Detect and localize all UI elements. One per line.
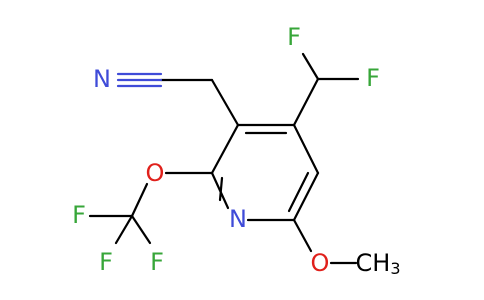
bond-cf3-f-right <box>130 214 152 245</box>
bond-ring-c4-c5 <box>292 123 320 175</box>
bond-chf2-f-top <box>301 52 320 81</box>
bond-ring-c5-c6 <box>292 171 320 222</box>
atom-n-ring: N <box>229 205 247 233</box>
atom-f-right: F <box>366 64 380 92</box>
atom-f-cf3-left: F <box>99 248 113 276</box>
bond-ring-n-c2-inner <box>218 176 224 202</box>
bond-ring-c2-c3 <box>210 123 240 175</box>
bond-c6-o <box>292 218 313 253</box>
atom-methyl-label: CH3 <box>356 249 401 278</box>
atom-o-methoxy: O <box>311 249 330 277</box>
bonds <box>88 52 360 265</box>
atom-n-nitrile: N <box>93 65 111 93</box>
methyl-c-text: CH <box>356 249 391 277</box>
atom-f-cf3-top: F <box>72 201 86 229</box>
atom-f-cf3-right: F <box>150 248 164 276</box>
bond-ch2-ring <box>210 78 240 127</box>
atom-f-top: F <box>287 23 301 51</box>
bond-cf3-f-left <box>114 214 134 245</box>
atom-labels: F F N O N F F F O CH3 <box>72 23 400 278</box>
atom-o-ether: O <box>146 159 165 187</box>
bond-chf2-ring <box>292 77 320 127</box>
methyl-subscript: 3 <box>390 259 400 278</box>
bond-ring-c5-c6-inner <box>287 171 310 213</box>
bond-o-cf3 <box>130 182 149 218</box>
